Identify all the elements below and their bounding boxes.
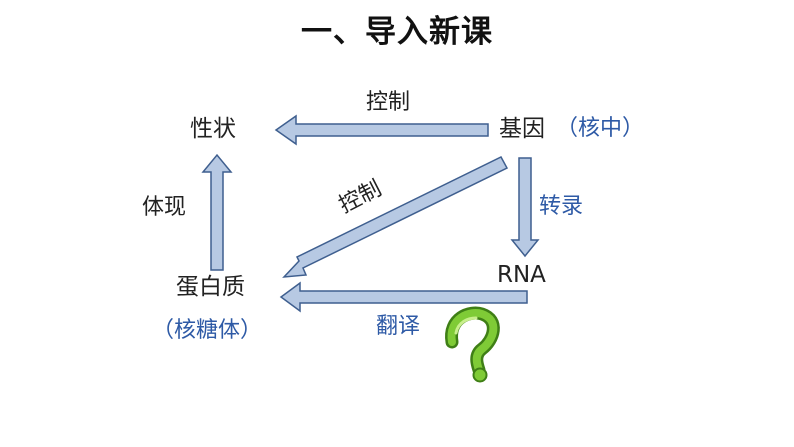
edge-label-rna-to-protein: 翻译 — [376, 314, 421, 339]
edge-label-protein-to-trait: 体现 — [142, 195, 187, 220]
node-protein: 蛋白质 — [176, 274, 245, 300]
node-gene: 基因 — [499, 116, 545, 142]
node-trait: 性状 — [190, 116, 236, 142]
node-rna: RNA — [497, 262, 546, 288]
arrow-gene-to-rna — [510, 157, 540, 258]
arrow-protein-to-trait — [201, 153, 233, 271]
question-mark-icon — [445, 306, 500, 383]
gene-location-label: （核中） — [556, 116, 645, 141]
arrow-gene-to-protein — [282, 156, 509, 278]
protein-location-label: （核糖体） — [152, 318, 263, 343]
arrow-rna-to-protein — [279, 281, 528, 313]
edge-label-gene-to-trait: 控制 — [366, 90, 411, 115]
edge-label-gene-to-rna: 转录 — [539, 194, 584, 219]
page-title: 一、导入新课 — [301, 14, 493, 50]
arrow-gene-to-trait — [274, 114, 489, 146]
